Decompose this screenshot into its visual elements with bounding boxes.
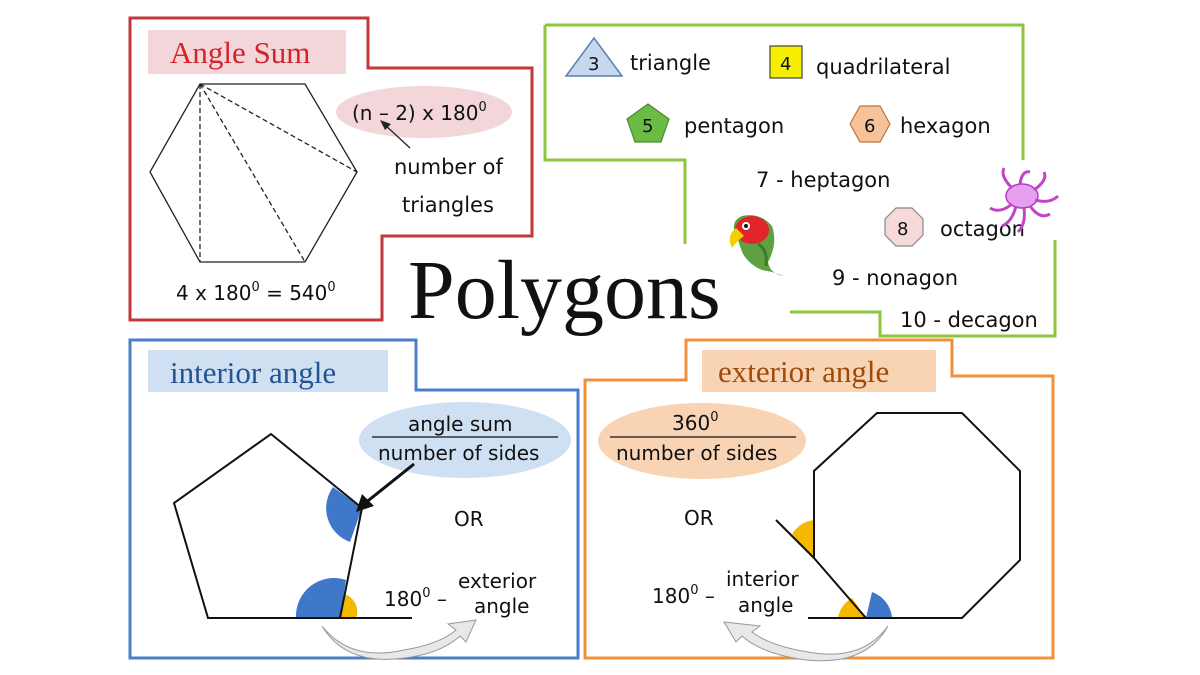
curved-arrow-left xyxy=(723,621,889,662)
interior-fraction-bottom: number of sides xyxy=(378,441,539,465)
octagon-icon xyxy=(884,207,924,247)
interior-border xyxy=(128,338,580,660)
exterior-border xyxy=(583,338,1055,660)
interior-alt-prefix: 1800 – xyxy=(384,586,447,611)
formula-arrow xyxy=(383,123,411,149)
pent-label: pentagon xyxy=(684,114,784,138)
angle-sum-heading-bg xyxy=(148,30,346,74)
interior-or: OR xyxy=(454,507,484,531)
interior-angle-blue xyxy=(326,487,362,542)
pentagon-icon xyxy=(626,103,670,143)
names-border-lower xyxy=(790,240,1057,338)
heptagon-label: 7 - heptagon xyxy=(756,168,890,192)
exterior-alt-line2: angle xyxy=(738,593,794,617)
octagon-shape xyxy=(813,412,1021,619)
poster-title: Polygons xyxy=(408,244,721,337)
quad-number: 4 xyxy=(780,54,791,75)
hex-number: 6 xyxy=(864,116,875,137)
interior-heading: interior angle xyxy=(170,355,336,390)
hex-label: hexagon xyxy=(900,114,991,138)
pointer-arrow xyxy=(363,462,415,506)
hexagon-triangulated xyxy=(149,83,358,263)
oct-label: octagon xyxy=(940,217,1025,241)
pointer-arrow-head xyxy=(356,494,374,512)
note-line-1: number of xyxy=(394,155,503,179)
exterior-alt-line1: interior xyxy=(726,567,799,591)
diagonal-line xyxy=(199,83,306,263)
polygon-names-panel: 3 triangle 4 quadrilateral 5 pentagon 6 … xyxy=(543,23,1060,338)
angle-sum-example: 4 x 1800 = 5400 xyxy=(176,280,336,305)
interior-heading-bg xyxy=(148,350,388,392)
octopus-illustration xyxy=(989,167,1060,234)
quad-label: quadrilateral xyxy=(816,55,951,79)
formula-bubble xyxy=(336,86,512,138)
names-border xyxy=(543,23,1025,244)
exterior-angle-yellow-top xyxy=(792,520,814,558)
oct-number: 8 xyxy=(897,219,908,240)
triangle-label: triangle xyxy=(630,51,711,75)
interior-angle-blue-right xyxy=(866,592,892,618)
parrot-illustration xyxy=(729,215,784,276)
exterior-fraction-bottom: number of sides xyxy=(616,441,777,465)
square-icon xyxy=(769,45,803,79)
pent-number: 5 xyxy=(642,116,653,137)
interior-alt-line1: exterior xyxy=(458,569,537,593)
exterior-fraction-top: 3600 xyxy=(672,410,718,435)
curved-arrow xyxy=(321,619,477,660)
decagon-label: 10 - decagon xyxy=(900,308,1038,332)
exterior-alt-prefix: 1800 – xyxy=(652,583,715,608)
exterior-angle-yellow-bottom xyxy=(838,598,866,618)
exterior-heading: exterior angle xyxy=(718,354,889,389)
exterior-fraction-bubble xyxy=(598,403,806,479)
angle-sum-heading: Angle Sum xyxy=(170,35,310,70)
interior-angle-blue-bottom xyxy=(295,578,346,618)
exterior-angle-panel: exterior angle 3600 number of sides OR 1… xyxy=(583,338,1055,662)
exterior-or: OR xyxy=(684,506,714,530)
interior-fraction-bubble xyxy=(359,402,571,478)
diagonal-line xyxy=(199,83,358,173)
interior-fraction-top: angle sum xyxy=(408,412,512,436)
note-line-2: triangles xyxy=(402,193,494,217)
interior-alt-line2: angle xyxy=(474,594,530,618)
formula-arrow-head xyxy=(380,120,391,130)
exterior-heading-bg xyxy=(702,350,936,392)
extended-side-octagon xyxy=(775,519,815,559)
angle-sum-border xyxy=(128,16,534,322)
formula-text: (n – 2) x 1800 xyxy=(352,100,487,125)
angle-sum-panel: Angle Sum (n – 2) x 1800 number of trian… xyxy=(128,16,534,322)
interior-angle-panel: interior angle angle sum number of sides… xyxy=(128,338,580,660)
triangle-number: 3 xyxy=(588,54,599,75)
nonagon-label: 9 - nonagon xyxy=(832,266,958,290)
pentagon-shape xyxy=(172,432,364,619)
triangle-icon xyxy=(564,36,624,77)
hexagon-icon xyxy=(849,105,891,143)
